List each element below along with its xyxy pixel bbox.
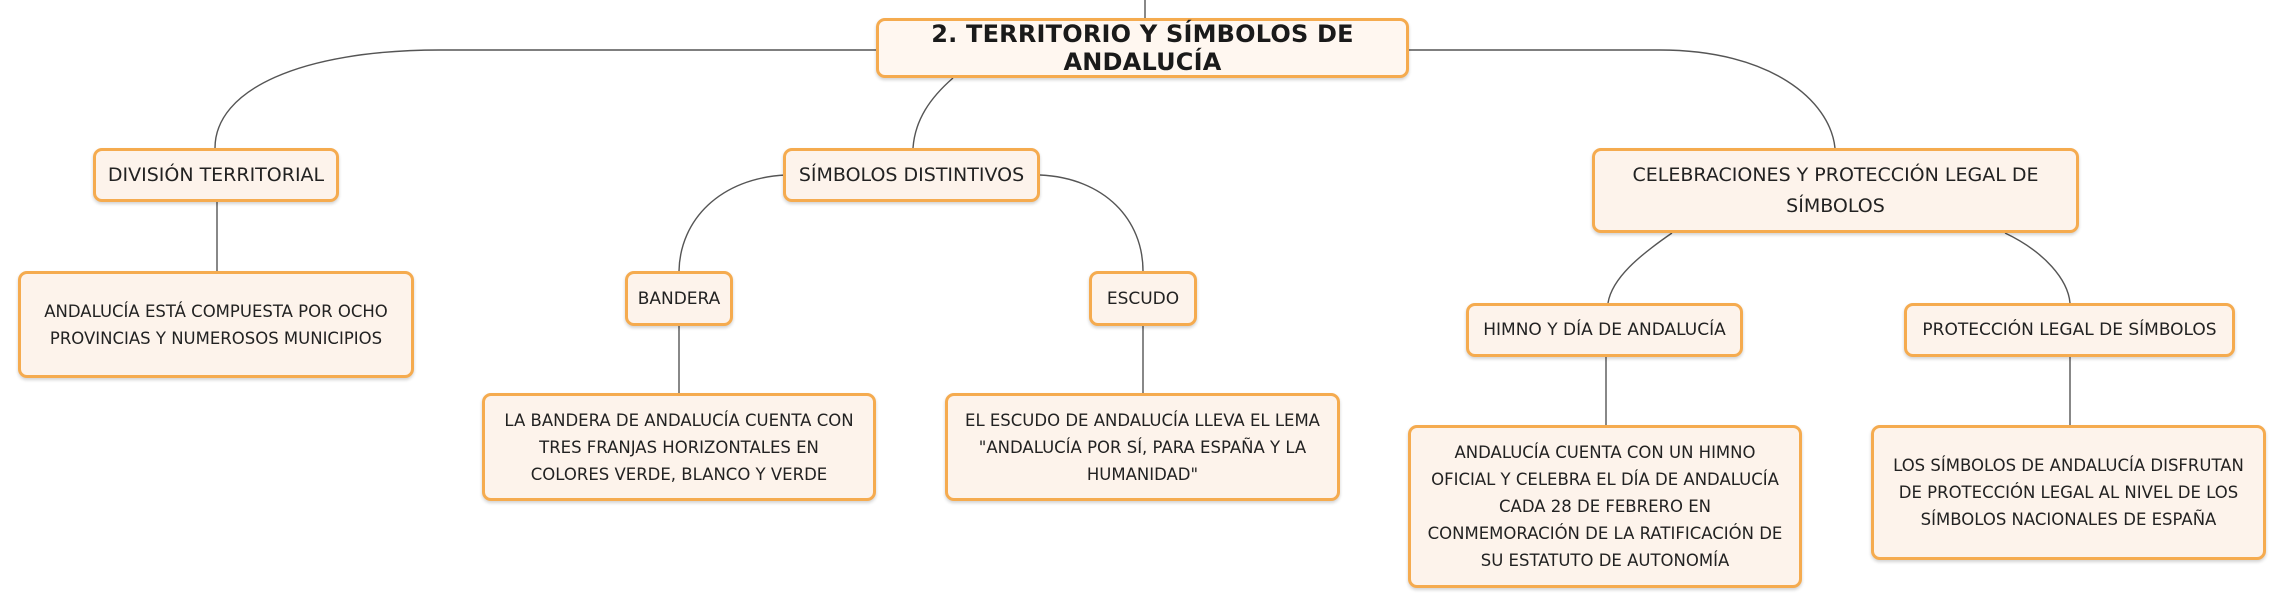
detail-text: LA BANDERA DE ANDALUCÍA CUENTA CON TRES … xyxy=(504,410,854,484)
subtopic-proteccion-legal[interactable]: PROTECCIÓN LEGAL DE SÍMBOLOS xyxy=(1904,303,2235,357)
subtopic-label: BANDERA xyxy=(637,288,721,309)
subtopic-himno-dia[interactable]: HIMNO Y DÍA DE ANDALUCÍA xyxy=(1466,303,1743,357)
detail-text: LOS SÍMBOLOS DE ANDALUCÍA DISFRUTAN DE P… xyxy=(1893,456,2244,529)
link-root-celebraciones xyxy=(1408,49,1836,149)
root-label: 2. TERRITORIO Y SÍMBOLOS DE ANDALUCÍA xyxy=(931,20,1354,76)
detail-himno-dia[interactable]: ANDALUCÍA CUENTA CON UN HIMNO OFICIAL Y … xyxy=(1408,425,1802,588)
detail-text: EL ESCUDO DE ANDALUCÍA LLEVA EL LEMA "AN… xyxy=(965,410,1320,484)
root-node[interactable]: 2. TERRITORIO Y SÍMBOLOS DE ANDALUCÍA xyxy=(876,18,1409,78)
detail-division-territorial[interactable]: ANDALUCÍA ESTÁ COMPUESTA POR OCHO PROVIN… xyxy=(18,271,414,378)
detail-proteccion-legal[interactable]: LOS SÍMBOLOS DE ANDALUCÍA DISFRUTAN DE P… xyxy=(1871,425,2266,560)
link-celebraciones-himno xyxy=(1607,232,1673,304)
link-root-division xyxy=(214,49,878,149)
link-simbolos-bandera xyxy=(678,174,787,272)
subtopic-bandera[interactable]: BANDERA xyxy=(625,271,733,326)
topic-division-territorial[interactable]: DIVISIÓN TERRITORIAL xyxy=(93,148,339,202)
subtopic-label: PROTECCIÓN LEGAL DE SÍMBOLOS xyxy=(1922,320,2217,340)
topic-celebraciones-proteccion[interactable]: CELEBRACIONES Y PROTECCIÓN LEGAL DE SÍMB… xyxy=(1592,148,2079,233)
topic-label: SÍMBOLOS DISTINTIVOS xyxy=(798,163,1025,186)
detail-bandera[interactable]: LA BANDERA DE ANDALUCÍA CUENTA CON TRES … xyxy=(482,393,876,501)
topic-label: DIVISIÓN TERRITORIAL xyxy=(107,163,325,186)
subtopic-label: ESCUDO xyxy=(1106,288,1180,309)
topic-label: CELEBRACIONES Y PROTECCIÓN LEGAL DE SÍMB… xyxy=(1632,163,2039,217)
subtopic-escudo[interactable]: ESCUDO xyxy=(1089,271,1197,326)
detail-escudo[interactable]: EL ESCUDO DE ANDALUCÍA LLEVA EL LEMA "AN… xyxy=(945,393,1340,501)
detail-text: ANDALUCÍA CUENTA CON UN HIMNO OFICIAL Y … xyxy=(1427,443,1783,570)
topic-simbolos-distintivos[interactable]: SÍMBOLOS DISTINTIVOS xyxy=(783,148,1040,202)
link-simbolos-escudo xyxy=(1039,174,1144,272)
link-celebraciones-proteccion xyxy=(2004,232,2071,304)
detail-text: ANDALUCÍA ESTÁ COMPUESTA POR OCHO PROVIN… xyxy=(44,301,388,348)
link-root-simbolos xyxy=(912,77,954,149)
subtopic-label: HIMNO Y DÍA DE ANDALUCÍA xyxy=(1483,320,1726,340)
